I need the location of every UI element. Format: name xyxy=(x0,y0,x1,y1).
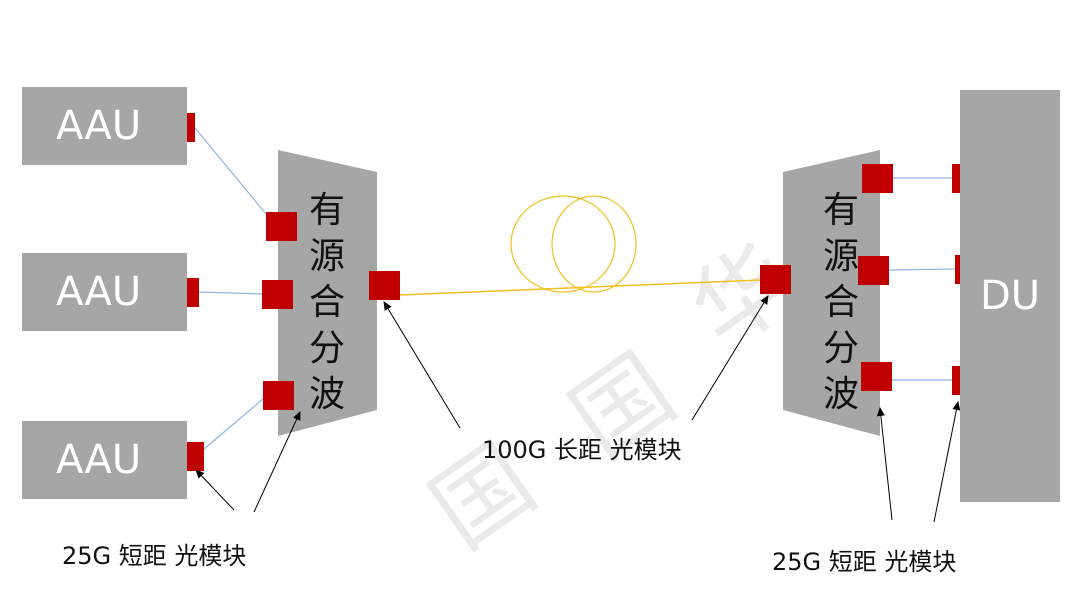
fiber-line xyxy=(399,279,761,296)
arrow-short-right-1 xyxy=(876,407,893,521)
arrow-long-2 xyxy=(691,295,769,421)
module-mux-left-out xyxy=(369,271,400,300)
aau-box: AAU xyxy=(22,87,187,165)
caption-short-right: 25G 短距 光模块 xyxy=(772,548,957,576)
link-aau2 xyxy=(198,291,263,295)
module-mux-left-2 xyxy=(262,280,293,309)
link-aau1 xyxy=(194,127,277,227)
mux-left-label: 有 源 合 分 波 xyxy=(308,190,345,415)
module-mux-right-2 xyxy=(858,256,889,285)
module-mux-left-1 xyxy=(266,212,297,241)
caption-long: 100G 长距 光模块 xyxy=(482,436,682,464)
module-mux-right-3 xyxy=(861,362,892,391)
mux-left-shape xyxy=(278,150,377,436)
mux-right-shape xyxy=(783,150,880,436)
fiber-coil-left xyxy=(510,195,616,293)
arrow-short-left-1 xyxy=(195,469,235,511)
module-mux-right-in xyxy=(760,265,791,294)
aau-box: AAU xyxy=(22,421,187,499)
arrow-short-right-2 xyxy=(933,401,961,523)
caption-short-left: 25G 短距 光模块 xyxy=(62,542,247,570)
mux-right-label: 有 源 合 分 波 xyxy=(822,190,859,415)
arrow-short-left-2 xyxy=(253,411,301,513)
du-box: DU xyxy=(960,90,1060,502)
link-du2 xyxy=(888,268,956,271)
module-mux-left-3 xyxy=(263,381,294,410)
fiber-coil-right xyxy=(551,195,637,293)
arrow-long-1 xyxy=(383,301,461,429)
link-aau3 xyxy=(196,397,265,456)
module-mux-right-1 xyxy=(862,164,893,193)
aau-box: AAU xyxy=(22,253,187,331)
